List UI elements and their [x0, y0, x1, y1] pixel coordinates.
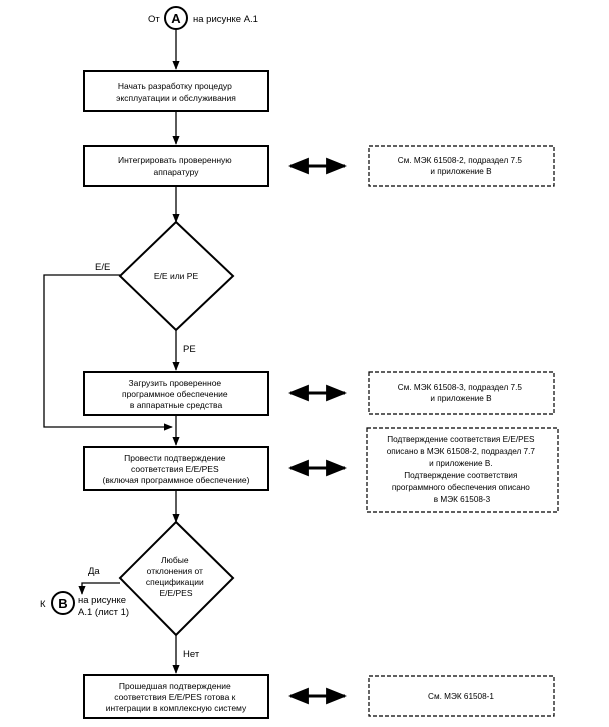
step-1-box: [83, 70, 269, 112]
exit-letter: B: [58, 596, 67, 611]
arrow-yes-exit: [78, 582, 120, 595]
step-2-text: Интегрировать проверенную аппаратуру: [118, 155, 234, 177]
decision-2-no-label: Нет: [183, 649, 200, 660]
start-suffix: на рисунке А.1: [193, 14, 258, 25]
note-1-text: См. МЭК 61508-2, подраздел 7.5 и приложе…: [398, 156, 524, 176]
note-4-box: [368, 675, 555, 717]
step-5-box: [83, 674, 269, 719]
note-1-box: [368, 145, 555, 187]
start-prefix: От: [148, 14, 160, 25]
note-4-text: См. МЭК 61508-1: [428, 692, 494, 701]
step-1-text: Начать разработку процедур эксплуатации …: [116, 81, 236, 103]
note-2-text: См. МЭК 61508-3, подраздел 7.5 и приложе…: [398, 383, 524, 403]
start-letter: A: [171, 11, 181, 26]
step-3-box: [83, 371, 269, 416]
decision-2-text: Любые отклонения от спецификации Е/Е/PES: [146, 555, 206, 598]
step-4-box: [83, 446, 269, 491]
step-5-text: Прошедшая подтверждение соответствия Е/Е…: [106, 681, 247, 713]
exit-connector: [51, 591, 75, 615]
note-3-text: Подтверждение соответствия Е/Е/PES описа…: [387, 435, 537, 504]
decision-1-pe-label: РЕ: [183, 344, 196, 355]
decision-1-diamond: [118, 220, 235, 332]
arrow-ee-branch: [43, 274, 173, 431]
decision-1-ee-label: Е/Е: [95, 262, 110, 273]
decision-1-text: Е/Е или РЕ: [154, 271, 199, 281]
note-3-box: [366, 427, 559, 513]
step-3-text: Загрузить проверенное программное обеспе…: [122, 378, 230, 410]
step-4-text: Провести подтверждение соответствия Е/Е/…: [103, 453, 250, 485]
exit-suffix: на рисунке А.1 (лист 1): [78, 595, 129, 618]
exit-prefix: К: [40, 599, 46, 610]
step-2-box: [83, 145, 269, 187]
decision-2-diamond: [118, 520, 235, 637]
decision-2-yes-label: Да: [88, 566, 100, 577]
note-2-box: [368, 371, 555, 415]
